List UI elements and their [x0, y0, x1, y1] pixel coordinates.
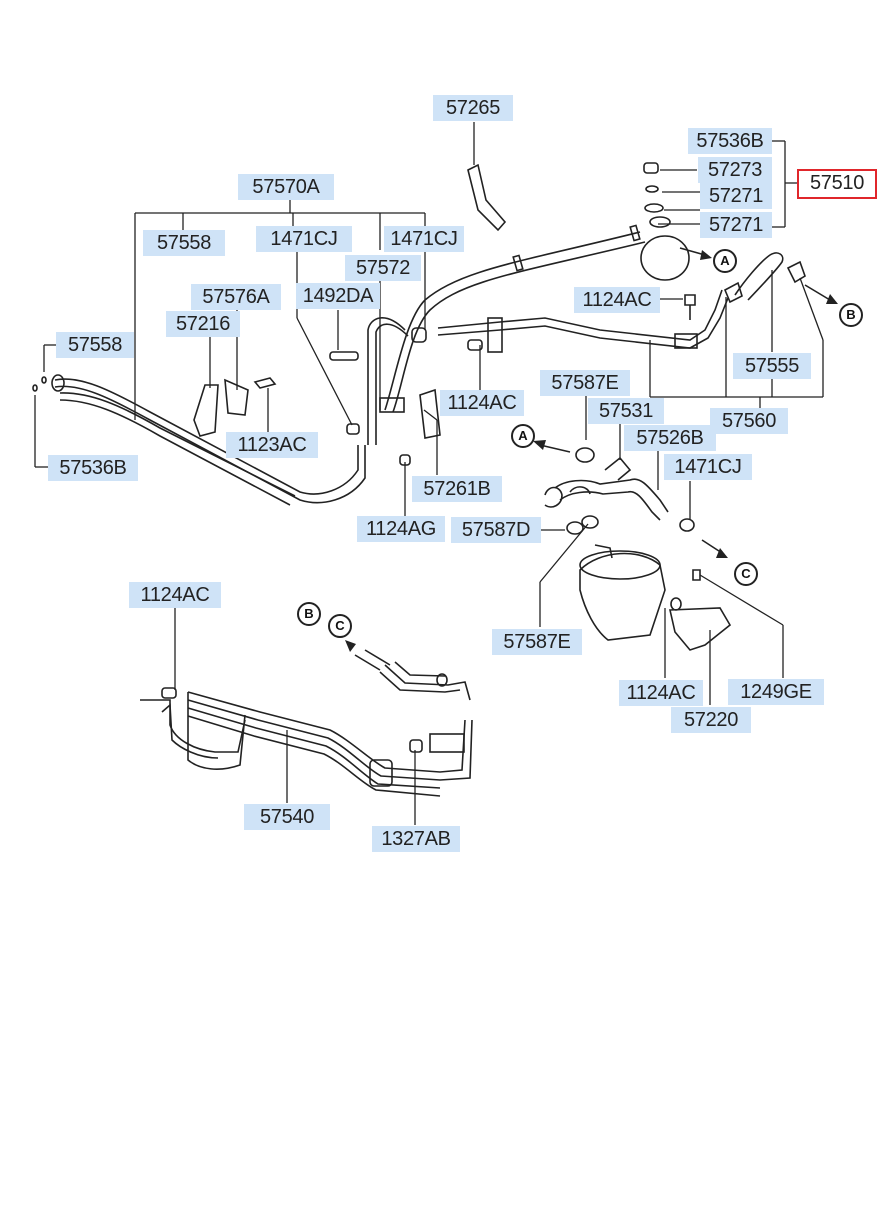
part-label-57576a[interactable]: 57576A [191, 284, 281, 310]
part-label-1124ac-lower-right[interactable]: 1124AC [619, 680, 703, 706]
part-label-57536b-top[interactable]: 57536B [688, 128, 772, 154]
tube-assembly-upper [32, 162, 806, 506]
callout-c-right: C [734, 562, 758, 586]
part-label-57536b-left[interactable]: 57536B [48, 455, 138, 481]
cooler-assembly-lower [140, 661, 473, 797]
part-label-57587e-top[interactable]: 57587E [540, 370, 630, 396]
part-label-57265[interactable]: 57265 [433, 95, 513, 121]
part-label-1124ac-mid[interactable]: 1124AC [440, 390, 524, 416]
part-label-57531[interactable]: 57531 [588, 398, 664, 424]
callout-a-middle: A [511, 424, 535, 448]
callout-b-lower: B [297, 602, 321, 626]
part-label-1124ag[interactable]: 1124AG [357, 516, 445, 542]
part-label-57510[interactable]: 57510 [797, 169, 877, 199]
hose-assembly-middle [544, 447, 732, 651]
leader-lines [34, 122, 824, 825]
part-label-57540[interactable]: 57540 [244, 804, 330, 830]
callout-b-right: B [839, 303, 863, 327]
part-label-57587e-lower[interactable]: 57587E [492, 629, 582, 655]
part-label-57558-top[interactable]: 57558 [143, 230, 225, 256]
part-label-57558-left[interactable]: 57558 [56, 332, 134, 358]
part-label-1123ac[interactable]: 1123AC [226, 432, 318, 458]
part-label-1124ac-lower-left[interactable]: 1124AC [129, 582, 221, 608]
part-label-57216[interactable]: 57216 [166, 311, 240, 337]
part-label-1471cj-left[interactable]: 1471CJ [256, 226, 352, 252]
part-label-57220[interactable]: 57220 [671, 707, 751, 733]
callout-c-lower: C [328, 614, 352, 638]
part-label-57555[interactable]: 57555 [733, 353, 811, 379]
part-label-57273[interactable]: 57273 [698, 157, 772, 183]
part-label-57271-a[interactable]: 57271 [700, 183, 772, 209]
part-label-1471cj-right[interactable]: 1471CJ [384, 226, 464, 252]
part-label-1124ac-upper[interactable]: 1124AC [574, 287, 660, 313]
part-label-57587d[interactable]: 57587D [451, 517, 541, 543]
flow-arrows [354, 247, 831, 671]
part-label-1471cj-lower[interactable]: 1471CJ [664, 454, 752, 480]
part-label-1492da[interactable]: 1492DA [296, 283, 380, 309]
part-label-57572[interactable]: 57572 [345, 255, 421, 281]
part-label-1249ge[interactable]: 1249GE [728, 679, 824, 705]
part-label-1327ab[interactable]: 1327AB [372, 826, 460, 852]
arrow-heads [345, 250, 838, 652]
part-label-57560[interactable]: 57560 [710, 408, 788, 434]
part-label-57526b[interactable]: 57526B [624, 425, 716, 451]
part-label-57271-b[interactable]: 57271 [700, 212, 772, 238]
callout-a-upper: A [713, 249, 737, 273]
part-label-57570a[interactable]: 57570A [238, 174, 334, 200]
part-label-57261b[interactable]: 57261B [412, 476, 502, 502]
